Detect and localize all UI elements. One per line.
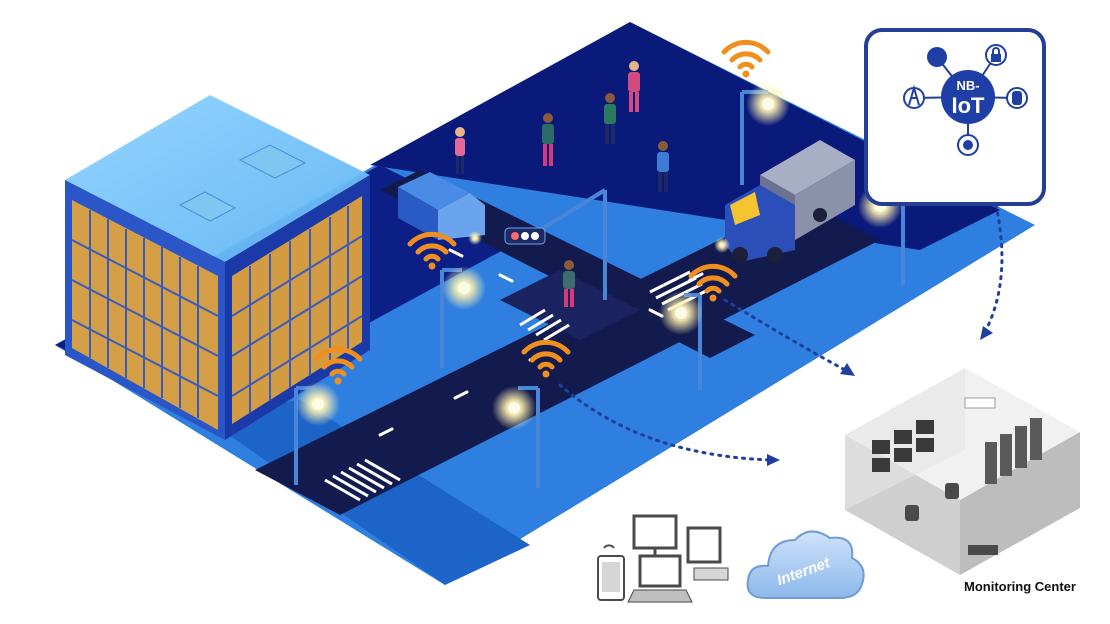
pedestrians: [455, 61, 669, 307]
monitor-icon: [632, 514, 678, 558]
truck-large-icon: [714, 140, 855, 263]
person-icon: [604, 93, 616, 144]
phone-icon: [597, 555, 625, 601]
monitor-icon: [686, 526, 729, 581]
person-icon: [455, 127, 465, 174]
wifi-signal-icon: [724, 42, 768, 77]
client-devices: [597, 514, 729, 603]
iot-badge-line1: NB-: [956, 78, 979, 93]
monitoring-center-room: [845, 368, 1080, 575]
street-lamp-icon: [659, 291, 703, 390]
office-building: [65, 95, 370, 440]
traffic-light: [504, 188, 607, 300]
person-icon: [563, 260, 575, 307]
person-icon: [628, 61, 640, 112]
data-flow-arrows: [558, 203, 1004, 462]
laptop-icon: [627, 554, 693, 603]
person-icon: [657, 141, 669, 192]
iot-badge-line2: IoT: [952, 93, 986, 118]
street-lamp-icon: [492, 386, 540, 488]
share-icon: [927, 47, 947, 67]
street-lamp-icon: [294, 382, 340, 485]
nb-iot-badge: NB- IoT: [864, 28, 1046, 206]
monitoring-center-label: Monitoring Center: [964, 579, 1076, 594]
street-lamp-icon: [440, 266, 486, 368]
person-icon: [542, 113, 554, 166]
truck-small-icon: [398, 172, 485, 245]
arrow-heads: [767, 326, 993, 466]
street-lamp-icon: [740, 82, 790, 185]
internet-cloud-icon: Internet: [746, 530, 865, 599]
